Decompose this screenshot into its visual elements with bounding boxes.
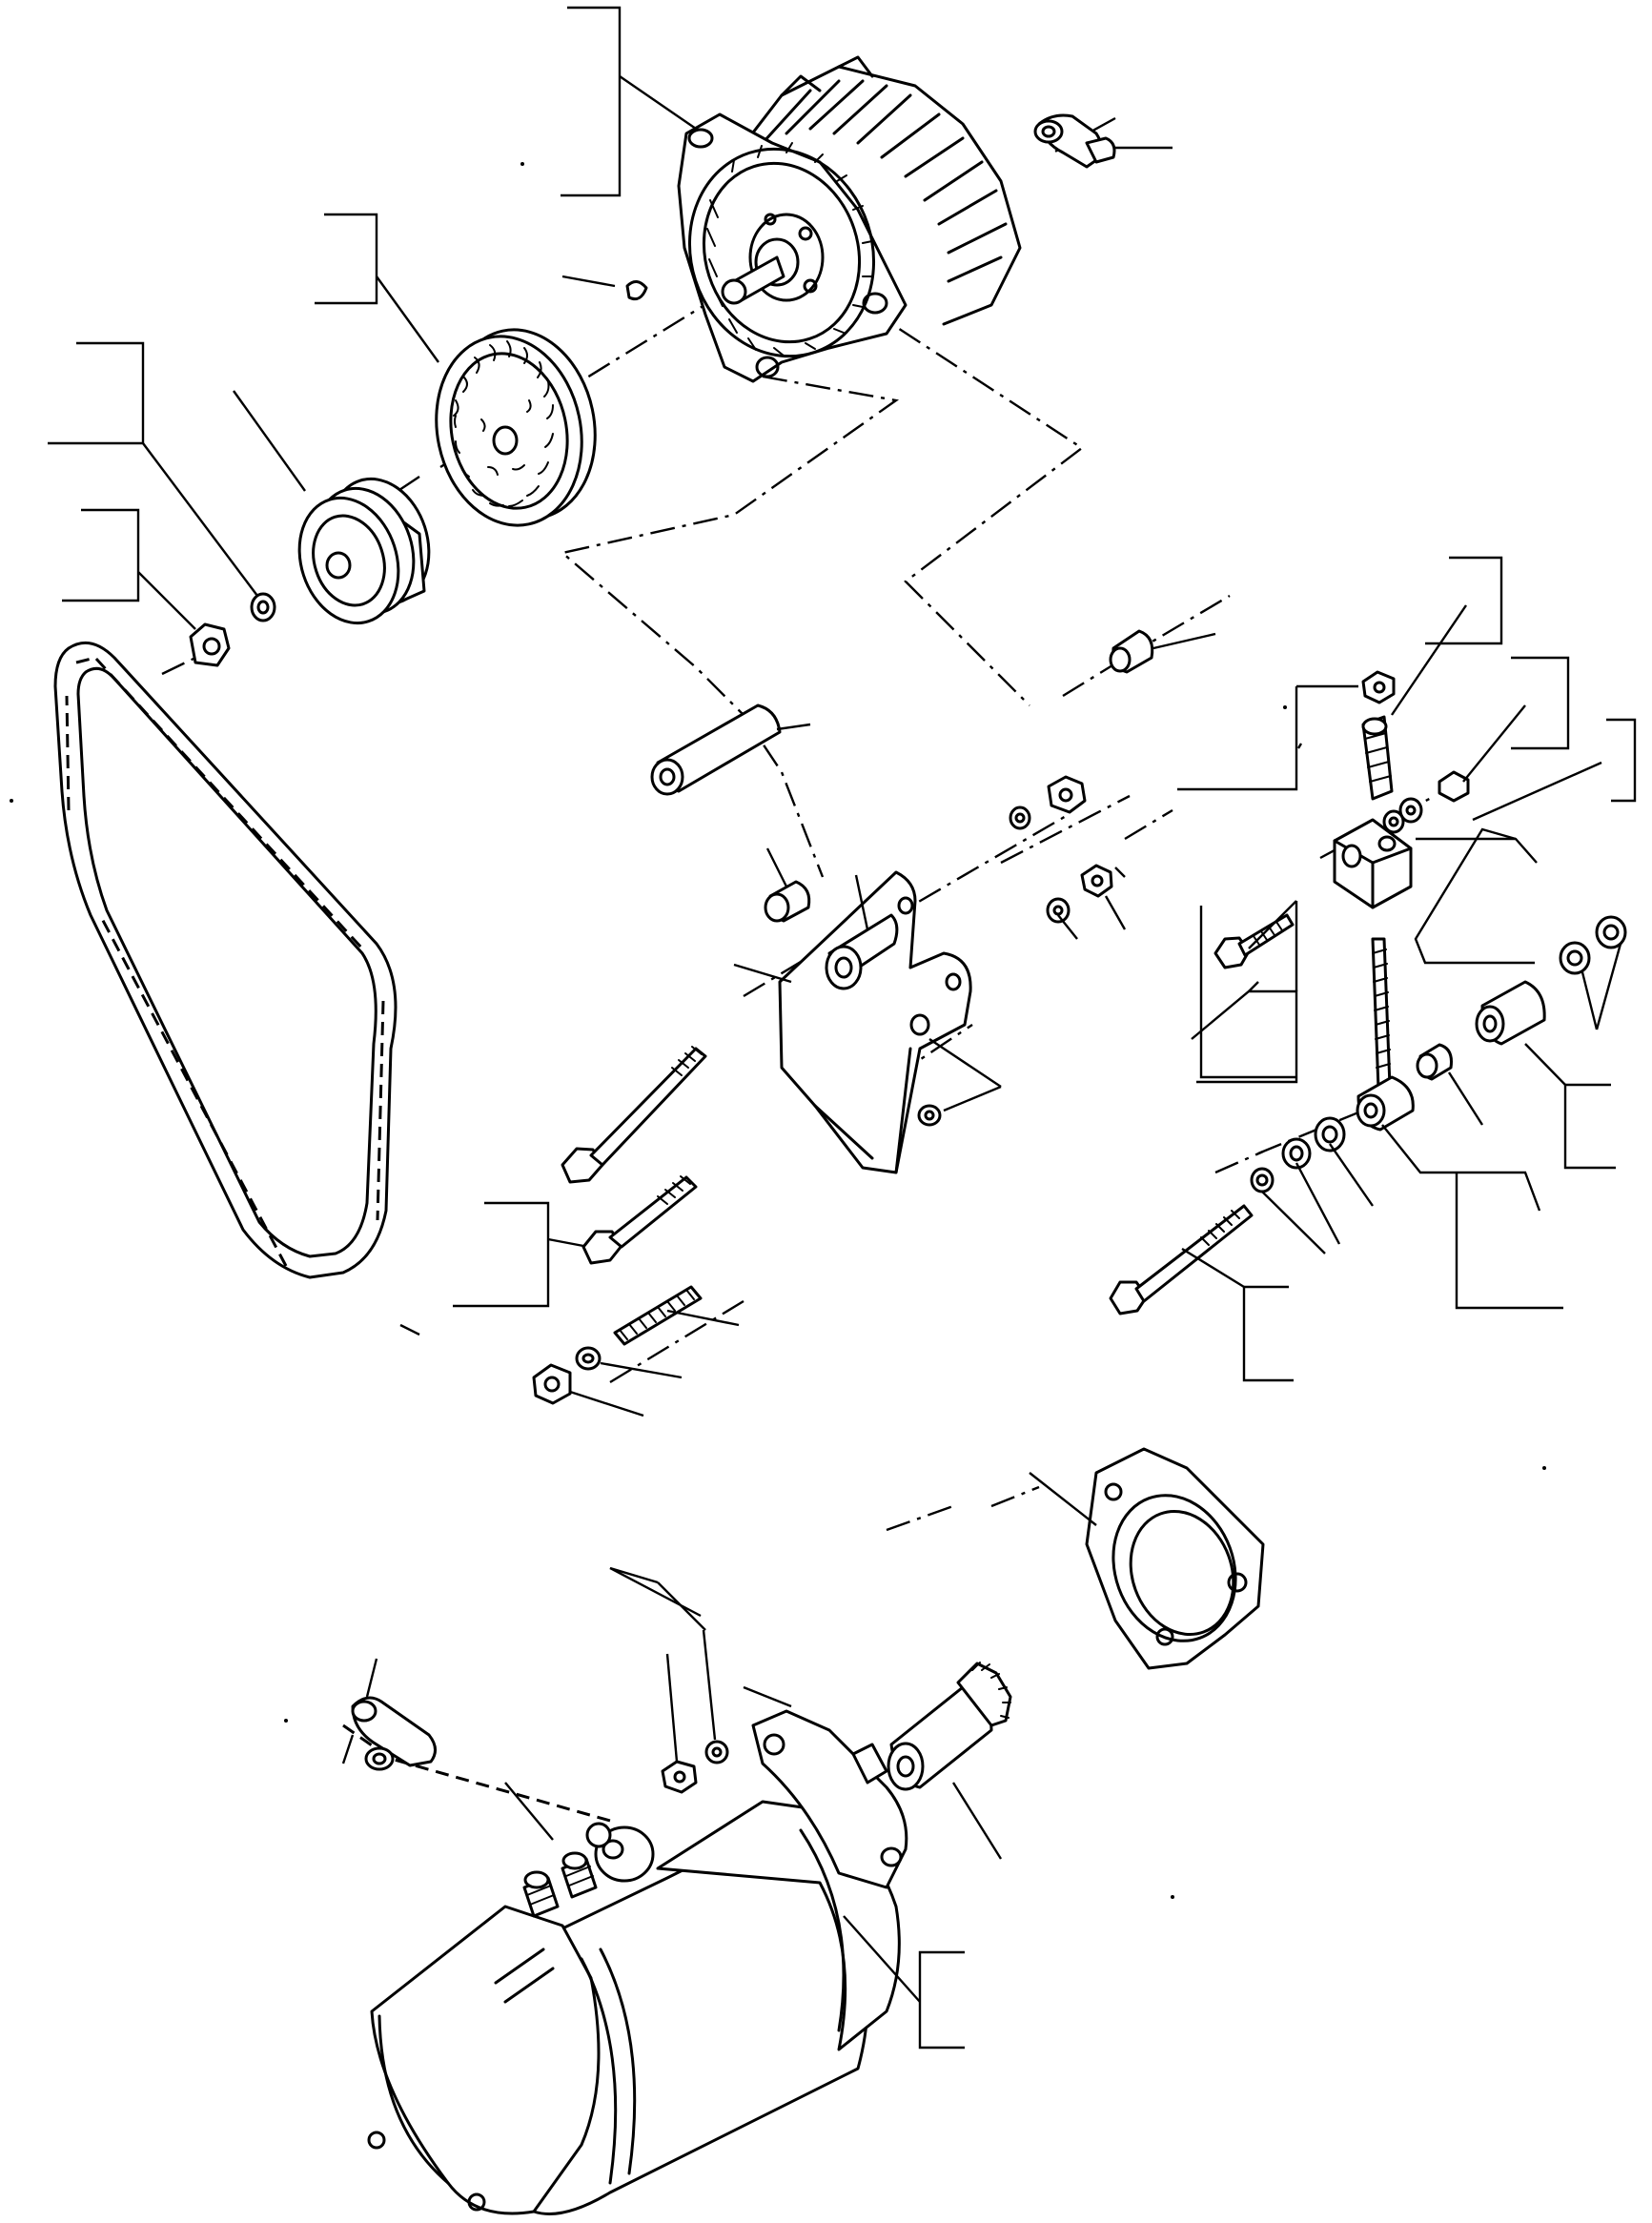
- link-washers: [1250, 1116, 1346, 1193]
- starter-flange-plate: [1085, 1447, 1265, 1670]
- sleeve-washers: [1559, 915, 1627, 975]
- v-belt: [53, 641, 398, 1279]
- tensioner-washers: [1382, 770, 1470, 834]
- reference-leaders: [48, 6, 1637, 2050]
- bracket-bolt: [581, 1175, 698, 1265]
- bracket-hardware: [917, 775, 1113, 1127]
- starter-connector: [351, 1696, 437, 1771]
- stud: [613, 1285, 703, 1346]
- fan-wheel: [435, 328, 597, 527]
- stud-nut: [532, 1363, 572, 1405]
- pulley: [297, 477, 431, 625]
- alternator-connector: [1033, 113, 1116, 169]
- tension-bolt: [1214, 913, 1295, 969]
- stud-washer: [575, 1346, 602, 1371]
- lock-washer: [250, 592, 276, 622]
- bracket-spacer-short: [764, 880, 811, 923]
- bracket-bolt-long: [561, 1046, 707, 1184]
- link-bolt: [1109, 1204, 1254, 1315]
- adjusting-link: [1356, 1075, 1415, 1132]
- tension-bushing: [1416, 1043, 1453, 1081]
- starter-terminal-eye: [585, 1822, 655, 1883]
- alternator-bracket: [778, 870, 972, 1174]
- idler-spacer: [1109, 629, 1154, 674]
- starter-pinion: [887, 1662, 1012, 1791]
- adjusting-rod: [1371, 937, 1392, 1091]
- alternator: [677, 55, 1022, 383]
- tension-sleeve: [1475, 980, 1546, 1046]
- starter-terminal-nuts: [661, 1740, 729, 1794]
- woodruff-key: [625, 280, 648, 301]
- scan-specks: [10, 162, 1546, 1899]
- bracket-spacer-long: [650, 704, 782, 796]
- tensioner-threaded-pin: [1361, 715, 1394, 801]
- starter-motor: [367, 1709, 908, 2215]
- pulley-nut: [189, 622, 231, 667]
- tensioner-block: [1333, 818, 1413, 909]
- tensioner-nut-top: [1361, 670, 1396, 704]
